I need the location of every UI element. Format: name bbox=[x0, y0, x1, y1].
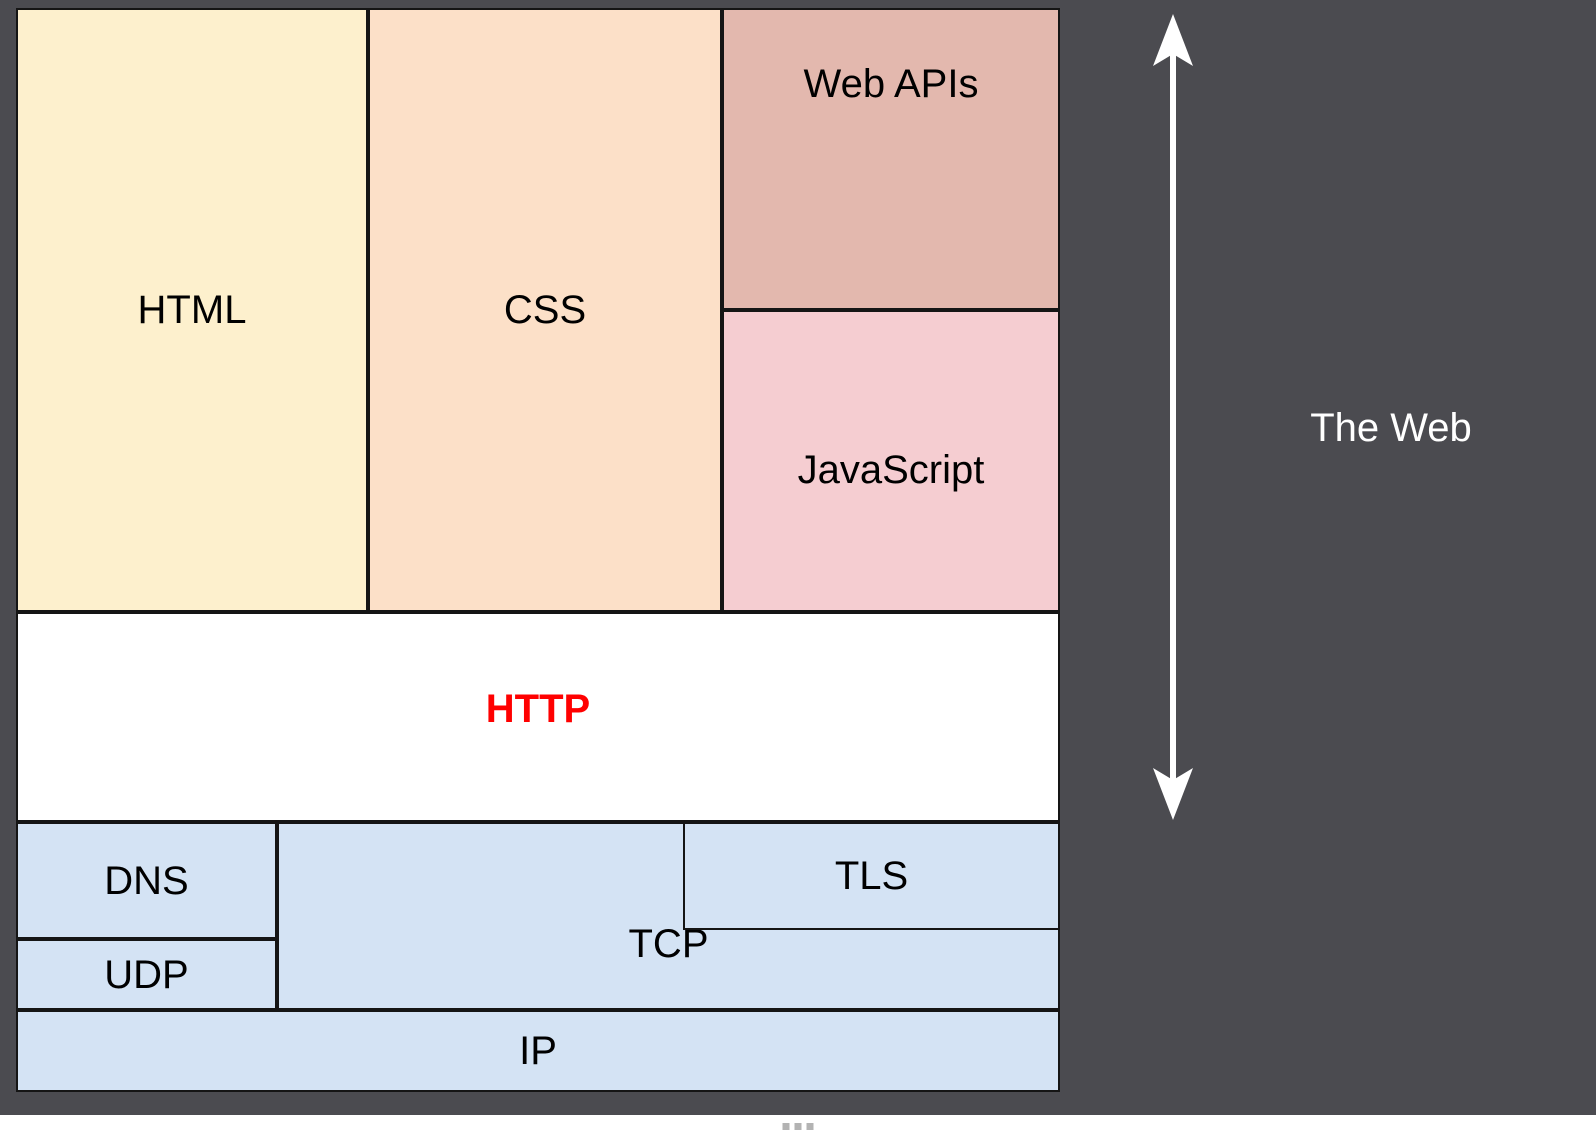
stack-block-javascript[interactable]: JavaScript bbox=[722, 310, 1060, 612]
stack-block-udp-label: UDP bbox=[104, 952, 189, 997]
stack-block-dns-label: DNS bbox=[104, 858, 189, 903]
grip-dot bbox=[794, 1123, 802, 1130]
stack-block-css-label: CSS bbox=[503, 288, 587, 332]
grip-dot bbox=[782, 1123, 790, 1130]
stack-block-dns[interactable]: DNS bbox=[16, 822, 277, 939]
stack-block-tcp-label: TCP bbox=[628, 922, 709, 966]
stack-block-tls[interactable]: TLS bbox=[683, 822, 1060, 930]
stack-block-html[interactable]: HTML bbox=[16, 8, 368, 612]
stack-block-http-label: HTTP bbox=[485, 687, 591, 731]
stack-block-web-apis-label: Web APIs bbox=[803, 62, 979, 106]
double-headed-vertical-arrow-icon bbox=[1140, 14, 1206, 820]
stack-block-html-label: HTML bbox=[137, 288, 247, 332]
stack-block-udp[interactable]: UDP bbox=[16, 939, 277, 1010]
stack-block-ip[interactable]: IP bbox=[16, 1010, 1060, 1092]
web-stack-diagram: HTML CSS Web APIs JavaScript HTTP DNS UD… bbox=[16, 8, 1060, 1092]
stack-block-web-apis[interactable]: Web APIs bbox=[722, 8, 1060, 310]
stack-block-tls-label: TLS bbox=[834, 854, 909, 898]
stack-block-css[interactable]: CSS bbox=[368, 8, 722, 612]
scope-label-the-web: The Web bbox=[1310, 406, 1472, 450]
stack-block-ip-label: IP bbox=[519, 1029, 557, 1073]
grip-dot bbox=[806, 1123, 814, 1130]
drag-grip-dots-icon[interactable] bbox=[782, 1123, 814, 1130]
stack-block-javascript-label: JavaScript bbox=[797, 448, 985, 492]
stack-block-http[interactable]: HTTP bbox=[16, 612, 1060, 822]
